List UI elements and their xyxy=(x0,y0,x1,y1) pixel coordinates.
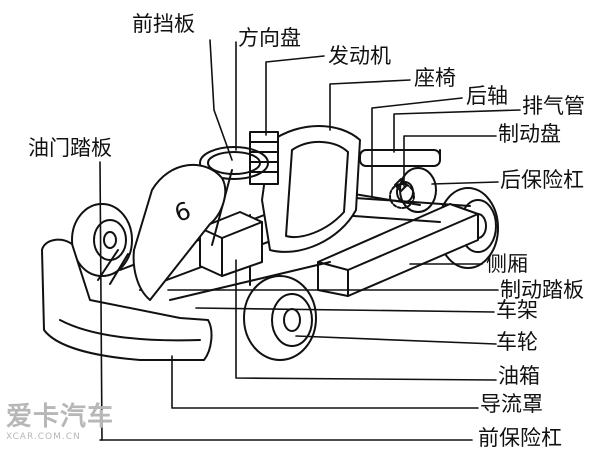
label-seat: 座椅 xyxy=(414,66,456,90)
leader-fairing xyxy=(171,355,479,409)
label-frame: 车架 xyxy=(496,298,538,322)
watermark-brand: 爱卡汽车 xyxy=(6,402,115,432)
leader-exhaust xyxy=(393,109,521,153)
label-side-box: 侧厢 xyxy=(486,252,528,276)
leader-brake-disc xyxy=(403,135,497,187)
label-rear-bumper: 后保险杠 xyxy=(500,168,584,192)
leader-rear-bumper xyxy=(431,181,499,185)
leader-front-visor xyxy=(209,39,233,161)
label-front-bumper: 前保险杠 xyxy=(478,426,562,450)
label-brake-pedal: 制动踏板 xyxy=(500,278,584,302)
label-brake-disc: 制动盘 xyxy=(498,122,561,146)
leader-frame xyxy=(195,307,495,313)
label-rear-axle: 后轴 xyxy=(466,84,508,108)
seat xyxy=(261,125,361,253)
exhaust-pipe xyxy=(359,149,441,167)
label-wheel: 车轮 xyxy=(496,330,538,354)
leader-seat xyxy=(329,79,411,131)
side-box xyxy=(317,203,479,297)
leader-rear-axle xyxy=(371,97,463,197)
label-throttle-pedal: 油门踏板 xyxy=(28,136,112,160)
label-engine: 发动机 xyxy=(328,44,391,68)
label-exhaust: 排气管 xyxy=(522,94,585,118)
leader-wheel xyxy=(295,335,497,345)
label-steering-wheel: 方向盘 xyxy=(238,26,301,50)
leader-lines xyxy=(99,39,521,441)
label-front-visor: 前挡板 xyxy=(132,12,195,36)
label-fuel-tank: 油箱 xyxy=(498,364,540,388)
leader-engine xyxy=(265,55,325,136)
leader-throttle xyxy=(99,161,103,441)
front-right-wheel xyxy=(243,275,317,361)
watermark: 爱卡汽车 XCAR.COM.CN xyxy=(6,404,114,442)
front-left-wheel xyxy=(71,203,133,277)
label-fairing: 导流罩 xyxy=(480,392,543,416)
watermark-url: XCAR.COM.CN xyxy=(6,432,81,442)
fairing xyxy=(41,238,213,361)
leader-fuel-tank xyxy=(235,259,497,381)
front-visor xyxy=(132,163,227,301)
